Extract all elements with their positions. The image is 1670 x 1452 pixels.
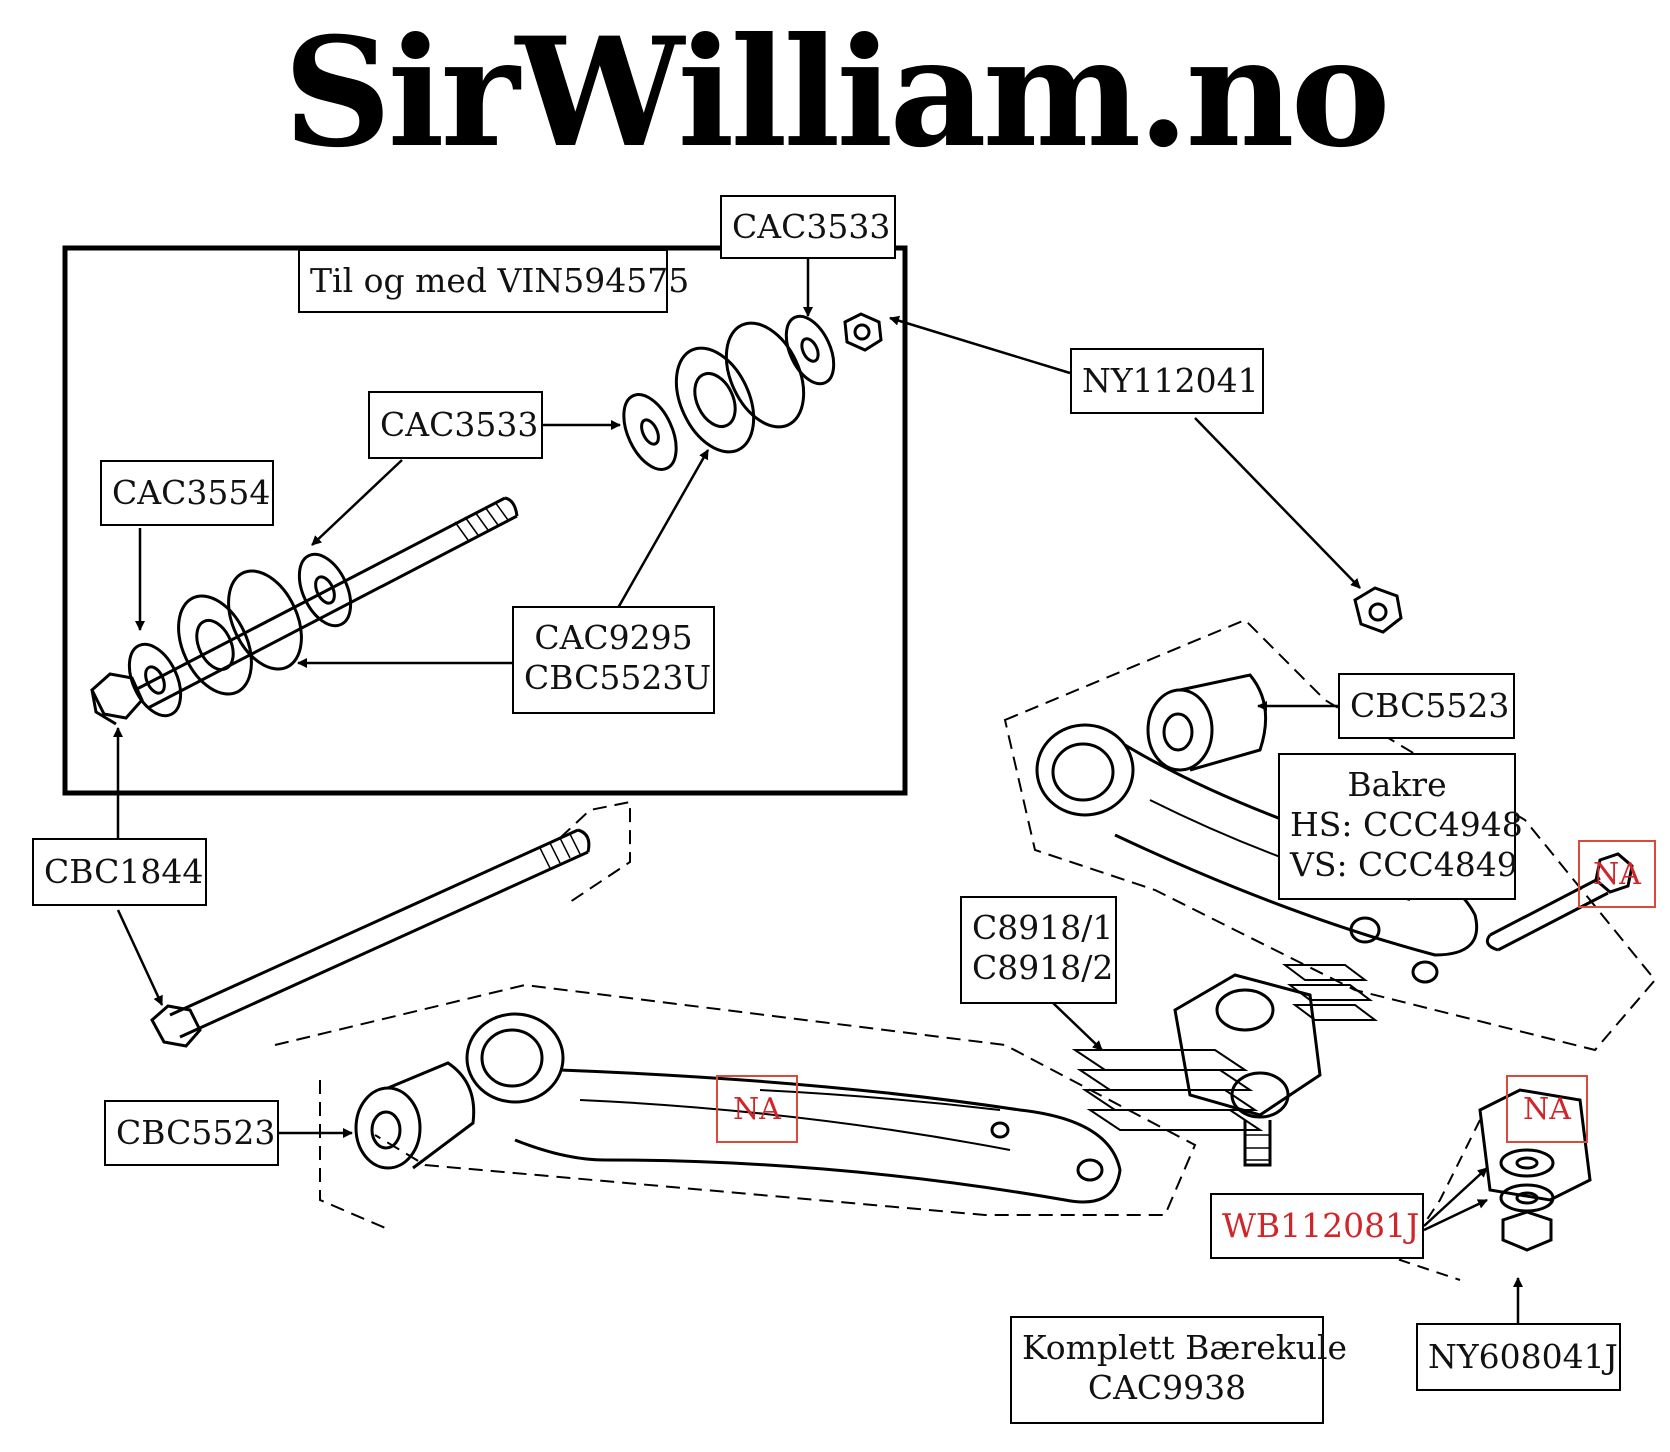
label-ny608041j: NY608041J xyxy=(1416,1323,1621,1391)
na-mark-lower-arm: NA xyxy=(716,1075,798,1143)
inset-bush-2 xyxy=(674,346,756,454)
ball-joint xyxy=(1173,973,1322,1167)
label-bakre-title: Bakre xyxy=(1347,765,1447,804)
inset-frame xyxy=(62,245,908,796)
label-cbc1844: CBC1844 xyxy=(32,838,207,906)
label-cac3554: CAC3554 xyxy=(100,460,274,526)
na-mark-bracket: NA xyxy=(1506,1075,1588,1143)
label-c8918-1: C8918/1 xyxy=(972,908,1114,947)
inset-bolt xyxy=(90,496,519,726)
label-cac9295-cbc5523u: CAC9295 CBC5523U xyxy=(512,606,715,714)
label-bakre: Bakre HS: CCC4948 VS: CCC4849 xyxy=(1278,753,1523,900)
label-c8918-2: C8918/2 xyxy=(972,948,1114,987)
label-wb112081j: WB112081J xyxy=(1210,1193,1424,1259)
upper-bush xyxy=(1146,673,1268,772)
label-cbc5523-left: CBC5523 xyxy=(104,1100,279,1166)
nut-ny112041 xyxy=(1353,586,1403,634)
dash-upper-arm xyxy=(1003,618,1657,1052)
label-ny112041: NY112041 xyxy=(1070,348,1264,414)
label-cac9938: CAC9938 xyxy=(1087,1368,1247,1407)
label-cbc5523-right: CBC5523 xyxy=(1338,673,1515,739)
label-hs: HS: CCC4948 xyxy=(1290,805,1523,844)
right-bolt xyxy=(1485,852,1634,952)
inset-nut xyxy=(843,312,883,352)
inset-washer-1 xyxy=(127,642,183,718)
dash-bolt xyxy=(559,800,631,903)
inset-washer-2 xyxy=(297,552,353,628)
site-logo: SirWilliam.no xyxy=(283,5,1390,181)
label-cac3533-top: CAC3533 xyxy=(720,195,896,259)
nut-ny608041j xyxy=(1501,1210,1553,1252)
label-vs: VS: CCC4849 xyxy=(1290,845,1518,884)
label-c8918: C8918/1 C8918/2 xyxy=(960,896,1117,1004)
label-cac9295: CAC9295 xyxy=(534,618,693,657)
dash-lower-arm xyxy=(274,983,1197,1216)
shims xyxy=(1071,964,1378,1131)
lower-bush xyxy=(354,1061,476,1170)
inset-washer-3 xyxy=(622,393,678,471)
washer-a xyxy=(1499,1148,1555,1178)
label-cac3533-mid: CAC3533 xyxy=(368,391,543,459)
label-cbc5523u: CBC5523U xyxy=(524,658,712,697)
na-mark-right-bolt: NA xyxy=(1578,840,1656,908)
label-komplett-baerekule: Komplett Bærekule CAC9938 xyxy=(1010,1316,1348,1424)
long-bolt xyxy=(150,828,591,1048)
inset-bush-1 xyxy=(177,594,253,696)
leader-arrows xyxy=(113,258,1523,1325)
label-til-og-med: Til og med VIN594575 xyxy=(298,249,689,313)
inset-washer-4 xyxy=(784,314,836,386)
label-komplett: Komplett Bærekule xyxy=(1022,1328,1348,1367)
bracket xyxy=(1478,1088,1592,1202)
